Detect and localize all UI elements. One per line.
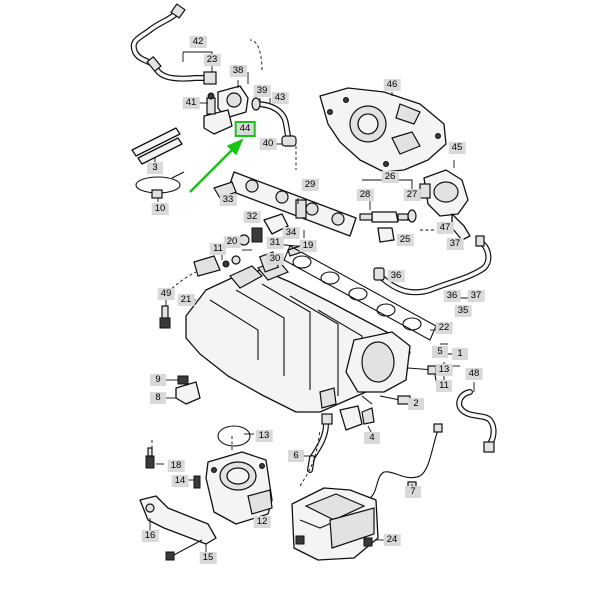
callout-40: 40 bbox=[259, 138, 277, 150]
o-ring-13 bbox=[217, 425, 251, 447]
callout-34: 34 bbox=[282, 227, 300, 239]
callout-24: 24 bbox=[383, 534, 401, 546]
ring-clamp bbox=[135, 171, 185, 202]
sensor-bracket bbox=[164, 375, 201, 405]
callout-44-highlighted[interactable]: 44 bbox=[234, 121, 256, 137]
callout-7: 7 bbox=[405, 486, 421, 498]
callout-31: 31 bbox=[266, 237, 284, 249]
callout-12: 12 bbox=[253, 516, 271, 528]
callout-20: 20 bbox=[223, 236, 241, 248]
intake-gasket bbox=[283, 245, 438, 341]
callout-14: 14 bbox=[171, 475, 189, 487]
callout-13-upper: 13 bbox=[435, 364, 453, 376]
callout-28: 28 bbox=[356, 189, 374, 201]
callout-41: 41 bbox=[182, 97, 200, 109]
callout-2: 2 bbox=[408, 398, 424, 410]
callout-32: 32 bbox=[243, 211, 261, 223]
callout-46: 46 bbox=[383, 79, 401, 91]
callout-47: 47 bbox=[436, 222, 454, 234]
callout-9: 9 bbox=[150, 374, 166, 386]
callout-30: 30 bbox=[266, 253, 284, 265]
callout-33: 33 bbox=[219, 194, 237, 206]
callout-22: 22 bbox=[435, 322, 453, 334]
intake-manifold bbox=[185, 251, 411, 413]
callout-49: 49 bbox=[157, 288, 175, 300]
callout-35: 35 bbox=[454, 305, 472, 317]
callout-6: 6 bbox=[288, 450, 304, 462]
callout-38: 38 bbox=[229, 65, 247, 77]
part-strips bbox=[131, 127, 183, 165]
callout-27: 27 bbox=[403, 189, 421, 201]
callout-1: 1 bbox=[452, 348, 468, 360]
callout-36-lower: 36 bbox=[443, 290, 461, 302]
callout-26: 26 bbox=[381, 171, 399, 183]
injector-parts bbox=[359, 179, 417, 243]
throttle-body bbox=[205, 451, 273, 525]
valve-4 bbox=[339, 395, 375, 435]
support-bracket bbox=[139, 495, 217, 561]
sensors-cluster bbox=[231, 213, 303, 265]
pressure-sensor bbox=[198, 80, 249, 135]
callout-29: 29 bbox=[301, 179, 319, 191]
hose-48 bbox=[456, 382, 497, 453]
wire-7 bbox=[345, 423, 443, 505]
callout-19: 19 bbox=[299, 240, 317, 252]
callout-3: 3 bbox=[147, 162, 163, 174]
callout-8: 8 bbox=[150, 392, 166, 404]
control-module bbox=[291, 487, 384, 561]
sensor-18 bbox=[145, 447, 164, 469]
callout-39: 39 bbox=[253, 85, 271, 97]
callout-37-upper: 37 bbox=[446, 238, 464, 250]
sensor-49 bbox=[159, 300, 171, 329]
callout-4: 4 bbox=[364, 432, 380, 444]
highlight-arrow bbox=[189, 138, 244, 193]
hose-6 bbox=[307, 413, 333, 473]
callout-43: 43 bbox=[271, 92, 289, 104]
callout-10: 10 bbox=[151, 203, 169, 215]
callout-15: 15 bbox=[199, 552, 217, 564]
callout-5: 5 bbox=[432, 346, 448, 358]
callout-11-lower: 11 bbox=[436, 380, 452, 392]
callout-25: 25 bbox=[396, 234, 414, 246]
callout-18: 18 bbox=[167, 460, 185, 472]
callout-13: 13 bbox=[255, 430, 273, 442]
callout-42: 42 bbox=[189, 36, 207, 48]
callout-23: 23 bbox=[203, 54, 221, 66]
callout-16: 16 bbox=[141, 530, 159, 542]
bolt-14 bbox=[193, 475, 201, 489]
callout-45: 45 bbox=[448, 142, 466, 154]
cylinder-head-cover bbox=[319, 87, 447, 173]
callout-21: 21 bbox=[177, 294, 195, 306]
callout-36-middle: 36 bbox=[387, 270, 405, 282]
callout-11: 11 bbox=[210, 243, 226, 255]
breather-hose bbox=[373, 235, 492, 299]
callout-48: 48 bbox=[465, 368, 483, 380]
callout-37-lower: 37 bbox=[467, 290, 485, 302]
short-hose bbox=[251, 97, 297, 147]
